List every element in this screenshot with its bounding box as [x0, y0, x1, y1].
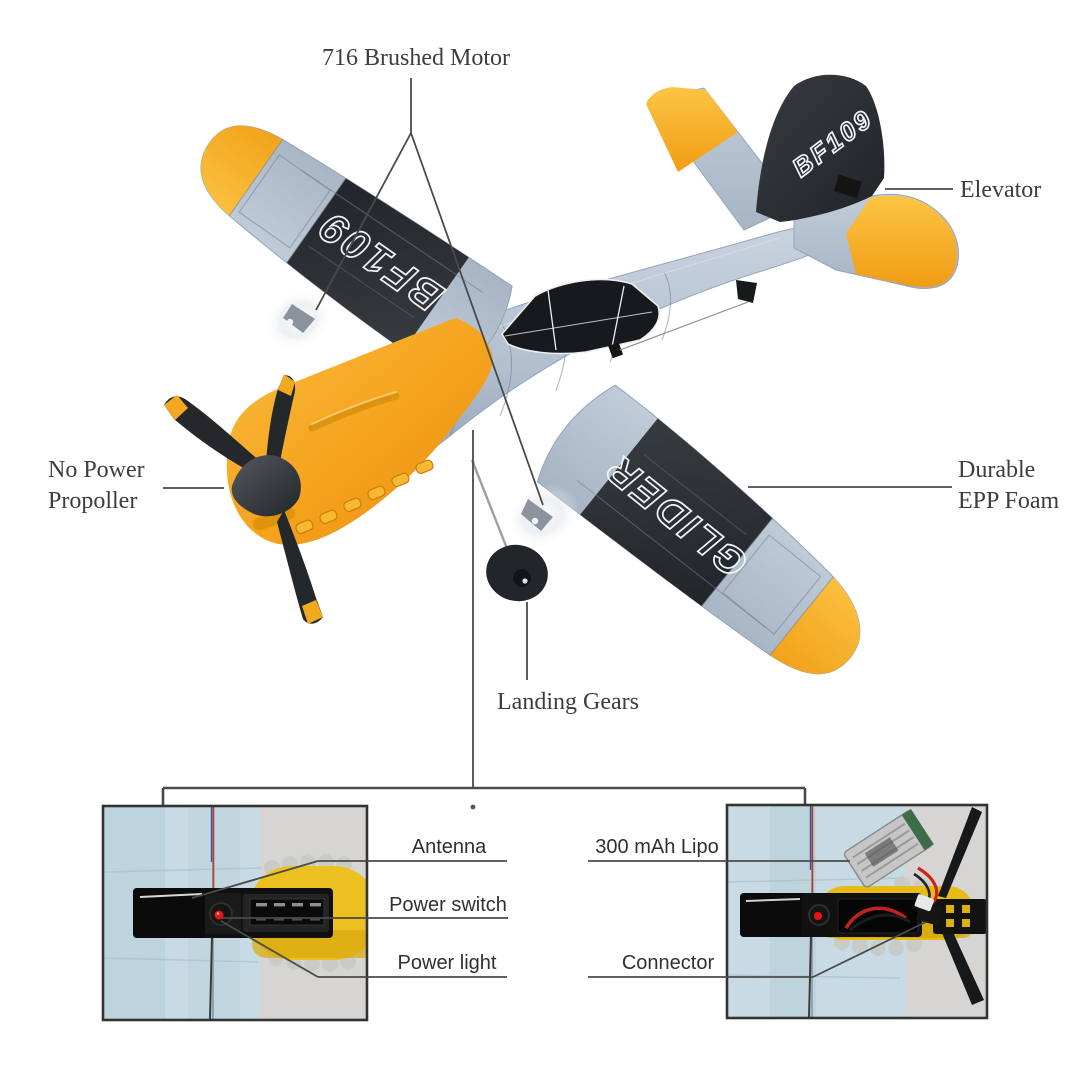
motor-callout-line-left: [315, 132, 412, 311]
right-wing: GLIDER: [536, 384, 892, 704]
wing-motor-left: [263, 289, 333, 351]
exhaust-stubs: [295, 459, 434, 535]
foam-label-line1: Durable: [958, 457, 1035, 483]
prop-blade-lower: [277, 510, 323, 624]
inset-right-hatch: [740, 893, 922, 937]
motor-label: 716 Brushed Motor: [322, 45, 510, 71]
motor-callout-line-right: [410, 132, 544, 506]
elevator-left-yellow-tip: [646, 87, 738, 172]
prop-tip-yellow: [302, 600, 323, 624]
prop-blade-top: [266, 375, 296, 462]
inset-right-propeller: [933, 807, 987, 1005]
prop-tip-yellow: [164, 395, 188, 420]
white-connector[interactable]: [914, 894, 942, 926]
power-light-led: [814, 912, 822, 920]
antenna-wire: [619, 301, 749, 351]
tail-assembly: BF109: [646, 74, 959, 303]
gear-strut-wire: [470, 459, 512, 557]
landing-gears-label: Landing Gears: [497, 689, 639, 715]
power-light-label: Power light: [398, 952, 497, 974]
propeller: [164, 374, 323, 624]
prop-tip-yellow: [278, 374, 295, 396]
prop-spinner: [231, 455, 301, 517]
antenna-pointer: [191, 860, 319, 899]
connector-pointer: [812, 921, 927, 978]
power-switch-label: Power switch: [389, 894, 507, 916]
inset-right-panel: [725, 803, 989, 1020]
propeller-label-line2: Propoller: [48, 488, 137, 514]
elevator-horn: [833, 174, 862, 199]
power-light-pointer: [220, 920, 319, 978]
propeller-label-line1: No Power: [48, 457, 145, 483]
elevator-label: Elevator: [960, 177, 1041, 203]
power-light-led: [214, 910, 224, 920]
right-wing-black-panel: [573, 414, 780, 619]
foam-label-line2: EPP Foam: [958, 488, 1059, 514]
bracket-dot: [470, 804, 476, 810]
battery-label: 300 mAh Lipo: [595, 836, 718, 858]
inset-right-border: [725, 803, 989, 1020]
prop-blade-upper-left: [164, 396, 268, 478]
connector-label: Connector: [622, 952, 715, 974]
tail-wheel: [736, 280, 757, 303]
antenna-groove: [139, 893, 203, 898]
gun-trough: [308, 392, 400, 432]
lipo-battery: [843, 809, 934, 888]
hatch-wire-lower: [209, 935, 213, 1020]
left-wing-black-panel: [280, 165, 475, 356]
inset-callouts: Antenna Power switch Power light 300 mAh…: [191, 836, 927, 978]
antenna-groove: [745, 898, 801, 902]
antenna-mount: [608, 342, 624, 359]
inset-left-border: [101, 804, 369, 1022]
bay-red-wire: [844, 906, 908, 929]
elevator-right-yellow-tip: [846, 195, 958, 288]
airplane-illustration: BF109 GLIDER: [164, 74, 959, 704]
wing-motor-right: [506, 483, 580, 549]
battery-pcb: [901, 809, 934, 851]
antenna-label: Antenna: [412, 836, 487, 858]
landing-gear: [470, 459, 548, 602]
callout-lines: [161, 78, 953, 810]
inset-left-hatch: [133, 888, 333, 938]
fuselage-seam: [661, 271, 672, 341]
inset-left-panel: [101, 804, 369, 1022]
cockpit-canopy: [501, 278, 660, 355]
